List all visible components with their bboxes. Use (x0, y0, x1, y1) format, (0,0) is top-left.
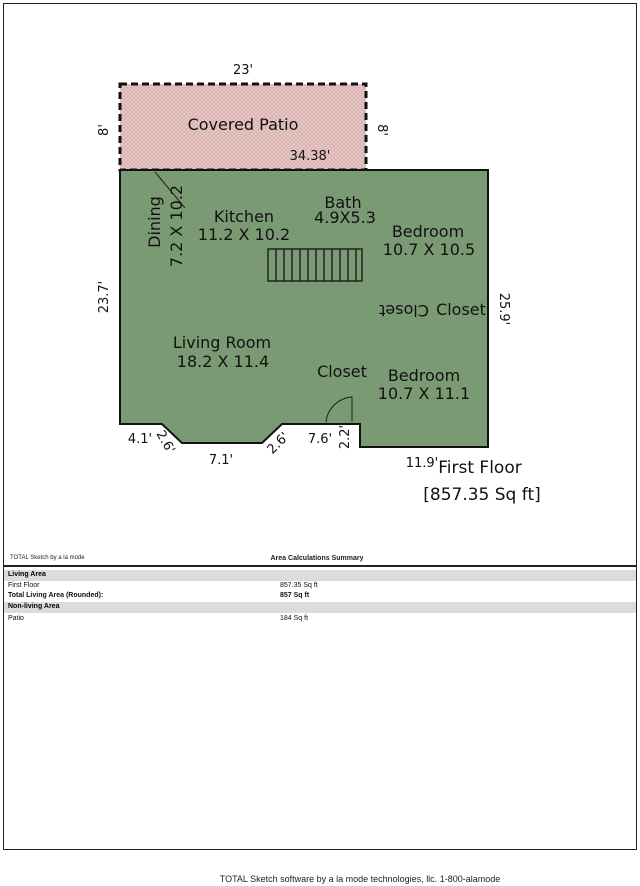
dim-bottom-3: 7.1' (209, 453, 233, 468)
nonliving-heading: Non-living Area (8, 603, 60, 610)
first-floor-row-value: 857.35 Sq ft (280, 582, 318, 589)
floor-name: First Floor (438, 458, 521, 478)
bedroom2-name: Bedroom (388, 366, 460, 385)
patio-dim-left: 8' (97, 124, 112, 136)
patio-row-value: 184 Sq ft (280, 615, 309, 622)
total-living-value: 857 Sq ft (280, 592, 310, 599)
footer: TOTAL Sketch software by a la mode techn… (0, 874, 640, 884)
patio-dim-right: 8' (374, 124, 389, 136)
floor-area: [857.35 Sq ft] (423, 485, 541, 505)
dim-left: 23.7' (97, 281, 112, 314)
total-living-label: Total Living Area (Rounded): (8, 592, 104, 599)
bath-name: Bath (324, 193, 361, 212)
patio-row-label: Patio (8, 615, 24, 622)
dim-bottom-6: 2.2' (338, 425, 353, 449)
page-frame (3, 3, 637, 850)
closet2-label: Closet (317, 362, 367, 381)
bedroom1-name: Bedroom (392, 222, 464, 241)
patio-dim-top: 23' (233, 63, 253, 78)
first-floor-outline (119, 169, 489, 448)
summary-rule (4, 565, 636, 567)
living-area-band: Living Area (4, 570, 636, 581)
dining-door-swing (154, 171, 186, 209)
dim-bottom-1: 4.1' (128, 432, 152, 447)
dim-right: 25.9' (496, 293, 511, 326)
living-room-name: Living Room (173, 333, 271, 352)
nonliving-band: Non-living Area (4, 602, 636, 613)
closet1-label: Closet (436, 300, 486, 319)
software-small: TOTAL Sketch by a la mode (10, 555, 85, 561)
patio-label: Covered Patio (188, 115, 299, 134)
first-floor-row-label: First Floor (8, 582, 40, 589)
summary-title: Area Calculations Summary (270, 555, 364, 562)
living-area-heading: Living Area (8, 571, 46, 578)
patio-dim-inner: 34.38' (290, 149, 331, 164)
closet-door-arc (325, 396, 353, 423)
footer-text: TOTAL Sketch software by a la mode techn… (219, 874, 501, 884)
dim-bottom-7: 11.9' (406, 456, 439, 471)
kitchen-size: 11.2 X 10.2 (198, 225, 290, 244)
closet1-mirror: Closet (379, 301, 429, 320)
floor-plan: 23' 8' 8' Covered Patio 34.38' Dining 7.… (97, 63, 541, 505)
stairs (267, 248, 363, 282)
living-room-size: 18.2 X 11.4 (177, 352, 269, 371)
dining-name: Dining (145, 196, 164, 248)
dining-size: 7.2 X 10.2 (167, 185, 186, 267)
kitchen-name: Kitchen (214, 207, 274, 226)
bedroom2-size: 10.7 X 11.1 (378, 384, 470, 403)
bath-size: 4.9X5.3 (314, 208, 376, 227)
bedroom1-size: 10.7 X 10.5 (383, 240, 475, 259)
dim-bottom-5: 7.6' (308, 432, 332, 447)
